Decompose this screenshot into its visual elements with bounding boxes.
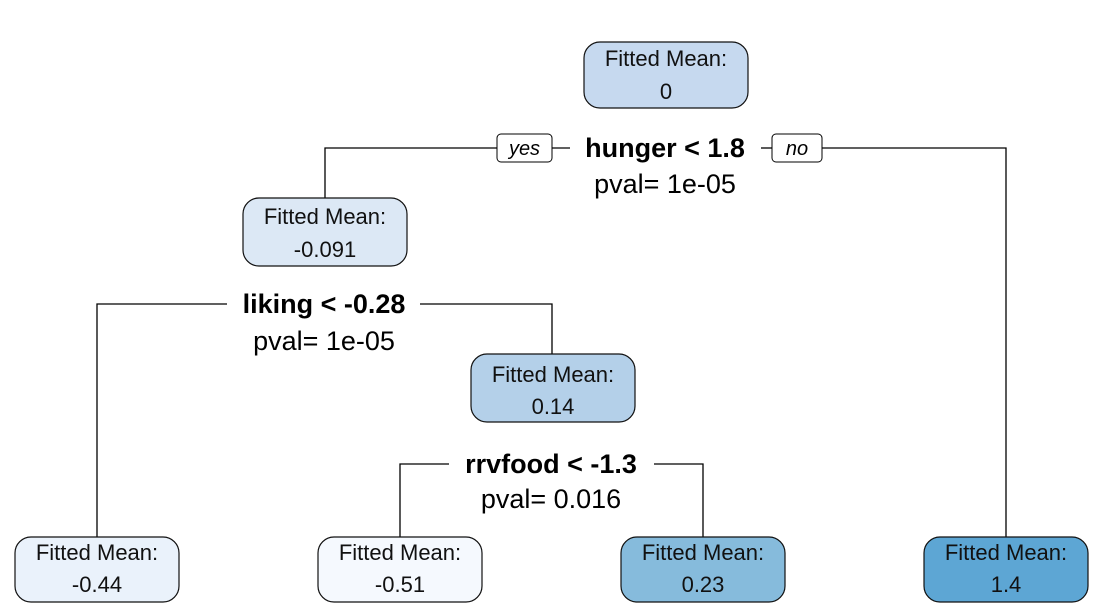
leaf-2-value: -0.51 xyxy=(375,572,425,597)
node-left-label: Fitted Mean: xyxy=(264,204,386,229)
leaf-1-box xyxy=(14,536,180,603)
node-mid: Fitted Mean: 0.14 xyxy=(470,353,636,423)
leaf-2-box xyxy=(317,536,483,603)
node-root: Fitted Mean: 0 xyxy=(583,41,749,109)
node-mid-value: 0.14 xyxy=(532,394,575,419)
split-rrvfood: rrvfood < -1.3 pval= 0.016 xyxy=(465,449,637,514)
split-hunger-rule: hunger < 1.8 xyxy=(585,133,745,163)
split-rrvfood-rule: rrvfood < -1.3 xyxy=(465,449,637,479)
edge-rrvfood-left xyxy=(399,463,449,537)
leaf-2-label: Fitted Mean: xyxy=(339,540,461,565)
edge-liking-right xyxy=(420,303,553,354)
leaf-4-label: Fitted Mean: xyxy=(945,540,1067,565)
node-mid-label: Fitted Mean: xyxy=(492,362,614,387)
leaf-4-box xyxy=(923,536,1089,603)
leaf-4-value: 1.4 xyxy=(991,572,1022,597)
split-hunger: yes hunger < 1.8 no pval= 1e-05 xyxy=(496,133,823,199)
node-root-box xyxy=(583,41,749,109)
tree-edges xyxy=(96,147,1007,537)
node-left-box xyxy=(242,197,408,267)
split-rrvfood-pval: pval= 0.016 xyxy=(481,484,621,514)
branch-yes-label: yes xyxy=(507,138,540,160)
split-liking: liking < -0.28 pval= 1e-05 xyxy=(243,289,406,356)
leaf-1-label: Fitted Mean: xyxy=(36,540,158,565)
leaf-3-box xyxy=(620,536,786,603)
node-mid-box xyxy=(470,353,636,423)
node-left-value: -0.091 xyxy=(294,237,356,262)
edge-root-right xyxy=(822,147,1007,537)
leaf-1: Fitted Mean: -0.44 xyxy=(14,536,180,603)
split-hunger-pval: pval= 1e-05 xyxy=(594,169,736,199)
branch-yes-box xyxy=(496,133,553,163)
leaf-4: Fitted Mean: 1.4 xyxy=(923,536,1089,603)
split-liking-rule: liking < -0.28 xyxy=(243,289,406,319)
edge-liking-left xyxy=(96,303,227,537)
split-liking-pval: pval= 1e-05 xyxy=(253,326,395,356)
node-root-value: 0 xyxy=(660,79,672,104)
branch-no-label: no xyxy=(786,138,808,160)
node-left: Fitted Mean: -0.091 xyxy=(242,197,408,267)
edge-root-left xyxy=(324,147,497,198)
leaf-1-value: -0.44 xyxy=(72,572,122,597)
branch-no-box xyxy=(771,133,823,163)
edge-rrvfood-right xyxy=(654,463,704,537)
leaf-3-value: 0.23 xyxy=(682,572,725,597)
node-root-label: Fitted Mean: xyxy=(605,46,727,71)
leaf-3: Fitted Mean: 0.23 xyxy=(620,536,786,603)
leaf-2: Fitted Mean: -0.51 xyxy=(317,536,483,603)
leaf-3-label: Fitted Mean: xyxy=(642,540,764,565)
